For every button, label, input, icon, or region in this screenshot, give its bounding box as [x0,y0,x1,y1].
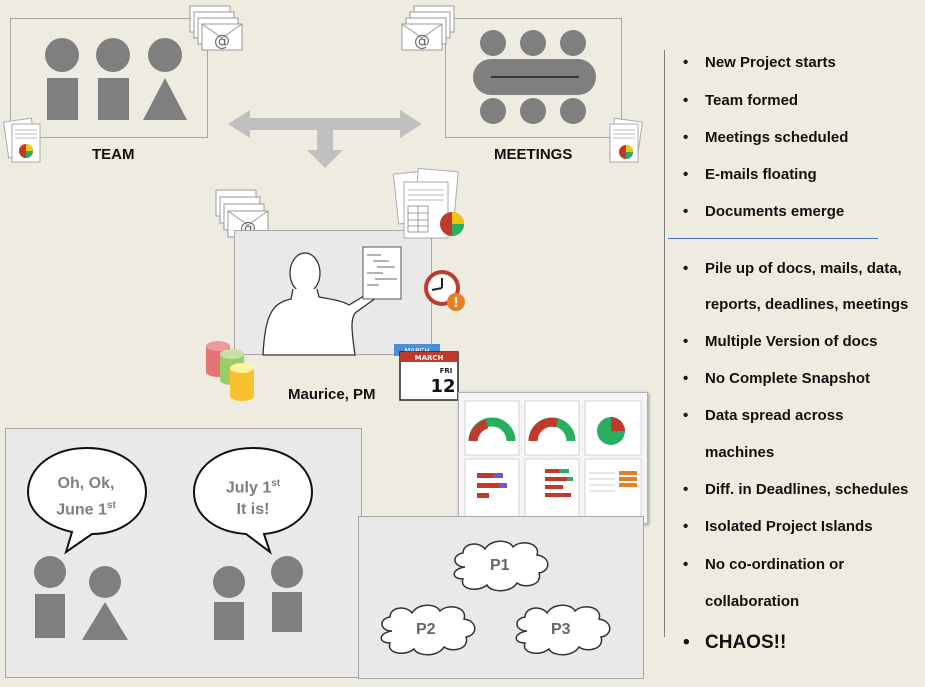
calendar-icon: MARCH MARCH FRI 12 [394,344,459,401]
email-stack-icon: @ [189,5,243,51]
speech-left-line1: Oh, Ok, [57,475,115,492]
meetings-panel [445,18,622,138]
speech-right-line1-sup: st [271,478,281,489]
speech-right-line2: It is! [236,501,270,519]
project-label-p3: P3 [551,621,571,638]
horizontal-divider [668,238,878,239]
project-cloud-p1 [453,540,549,592]
database-icon [206,341,254,401]
project-label-p1: P1 [490,557,510,574]
clock-icon: ! [424,270,465,311]
speech-bubble-right [192,446,314,555]
calendar-weekday: FRI [440,367,453,375]
speech-bubble-left [26,446,148,555]
meetings-label: MEETINGS [494,146,573,163]
project-manager-figure [262,246,402,356]
calendar-month: MARCH [415,354,444,362]
email-stack-icon: @ [401,5,455,51]
speech-text-left: Oh, Ok, June 1st [36,473,136,521]
speech-left-line2-sup: st [106,500,116,511]
speech-text-right: July 1st It is! [203,473,303,521]
team-figures [45,38,187,120]
dashboard-thumbnail [458,392,648,524]
svg-text:@: @ [414,31,430,50]
document-stack-icon [609,117,643,163]
meeting-table-figures [473,30,596,124]
people-figures-right [213,556,303,640]
people-figures-left [34,556,128,640]
calendar-month-tab: MARCH [404,347,430,355]
team-label: TEAM [92,146,135,163]
project-label-p2: P2 [416,621,436,638]
project-cloud-p2 [380,604,476,656]
speech-left-line2: June 1 [56,501,107,519]
document-stack-icon [392,167,464,239]
svg-text:!: ! [453,296,459,311]
flow-arrow [228,110,422,168]
calendar-day: 12 [430,376,455,397]
project-cloud-p3 [515,604,611,656]
vertical-divider [664,50,665,637]
pm-label: Maurice, PM [288,386,376,403]
speech-right-line1: July 1 [225,479,272,497]
team-panel [10,18,208,138]
document-stack-icon [3,117,41,163]
chaos-text: CHAOS!! [705,632,787,653]
svg-text:@: @ [214,31,230,50]
